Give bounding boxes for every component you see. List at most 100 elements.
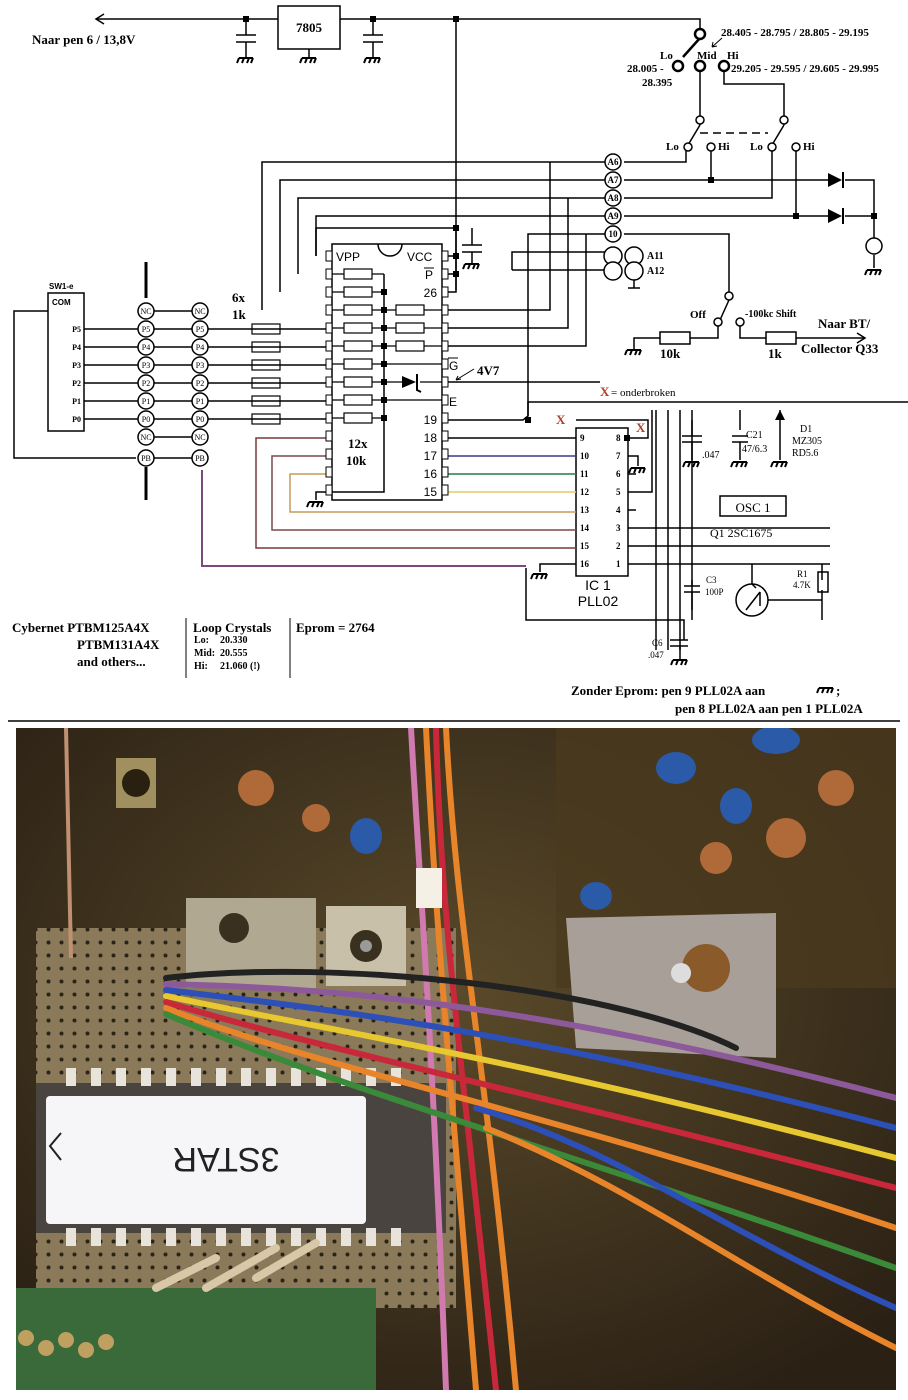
eprom-pin-18: 18 xyxy=(424,431,438,445)
ic1-pin-left: 15 xyxy=(580,541,590,551)
ic1-pin-left: 16 xyxy=(580,559,590,569)
ic1-pin-left: 9 xyxy=(580,433,585,443)
header-pin-b-label: P4 xyxy=(196,343,204,352)
band-hi-range: 29.205 - 29.595 / 29.605 - 29.995 xyxy=(731,63,879,75)
q1-label: Q1 2SC1675 xyxy=(710,526,772,540)
eprom-pin-left xyxy=(325,394,333,406)
header-pin-a-label: P0 xyxy=(142,415,150,424)
crystal-hi-label: Hi: xyxy=(194,661,208,672)
eprom-pin-left xyxy=(325,412,333,424)
regulator-label: 7805 xyxy=(296,20,323,35)
cap-047-label: .047 xyxy=(702,450,720,461)
shift-r1-label: 10k xyxy=(660,346,681,361)
header-pin-a-label: P3 xyxy=(142,361,150,370)
resistor-10k xyxy=(343,376,373,388)
eprom-pin-left xyxy=(325,448,333,460)
junction-dot xyxy=(381,289,387,295)
band-lo-label: Lo xyxy=(660,50,673,62)
footer-note-1-end: ; xyxy=(836,683,840,698)
sw1-pin-label: P5 xyxy=(72,325,81,334)
c3-label-2: 100P xyxy=(705,587,724,597)
header-pin-a xyxy=(137,428,155,446)
resistor-10k-right xyxy=(395,304,425,316)
models-line-1: Cybernet PTBM125A4X xyxy=(12,620,150,635)
shift-dest-1: Naar BT/ xyxy=(818,316,871,331)
pin-a6: A6 xyxy=(608,157,619,167)
resistor-10k xyxy=(343,286,373,298)
header-pin-b-label: P1 xyxy=(196,397,204,406)
eprom-p-bar: P xyxy=(425,268,433,282)
shift-label: -100kc Shift xyxy=(745,309,797,320)
legend-x-text: = onderbroken xyxy=(611,387,676,399)
ic1-pin-right: 8 xyxy=(616,433,621,443)
crystal-lo-label: Lo: xyxy=(194,635,209,646)
eprom-pin-left xyxy=(325,466,333,478)
ic1-pin-left: 12 xyxy=(580,487,590,497)
supply-label: Naar pen 6 / 13,8V xyxy=(32,32,136,47)
eprom-vpp: VPP xyxy=(336,250,360,264)
schematic: A6 A7 A8 A9 10 A11 A12 NCNCP5P5P4P4P3P3P… xyxy=(8,5,908,722)
resistor-10k xyxy=(343,358,373,370)
footer-note-2: pen 8 PLL02A aan pen 1 PLL02A xyxy=(675,701,863,716)
resistor-10k xyxy=(343,268,373,280)
sw1-pin-label: P4 xyxy=(72,343,81,352)
eprom-pin-left xyxy=(325,430,333,442)
eprom-pin-right xyxy=(441,358,449,370)
eprom-pin-left xyxy=(325,322,333,334)
circuit-board-photo: 3STAR xyxy=(16,728,896,1390)
eprom-pin-left xyxy=(325,484,333,496)
d1-label-3: RD5.6 xyxy=(792,448,818,459)
eprom-pin-right xyxy=(441,304,449,316)
res-note-2b: 10k xyxy=(346,453,367,468)
eprom-pin-right xyxy=(441,340,449,352)
eprom-pin-right xyxy=(441,466,449,478)
ic1-pin-right: 3 xyxy=(616,523,621,533)
resistor-10k xyxy=(343,304,373,316)
header-pin-a-label: P4 xyxy=(142,343,150,352)
ic1-pin-left: 11 xyxy=(580,469,589,479)
crystal-mid-value: 20.555 xyxy=(220,648,248,659)
eprom-pin-19: 19 xyxy=(424,413,438,427)
header-pin-b-label: P3 xyxy=(196,361,204,370)
eprom-pin-right xyxy=(441,412,449,424)
pin-a7: A7 xyxy=(608,175,619,185)
sw1-com: COM xyxy=(52,298,71,307)
eprom-pin-left xyxy=(325,358,333,370)
eprom-pin-26: 26 xyxy=(424,286,438,300)
res-note-1a: 6x xyxy=(232,290,246,305)
ic1-name-1: IC 1 xyxy=(585,577,611,593)
eprom-label-sticker xyxy=(46,1096,366,1224)
ic1-pin-right: 6 xyxy=(616,469,621,479)
resistor-10k xyxy=(343,340,373,352)
c3-label-1: C3 xyxy=(706,575,717,585)
c6-label-2: .047 xyxy=(648,650,664,660)
header-pin-a-label: NC xyxy=(140,307,151,316)
sw1-pin-label: P0 xyxy=(72,415,81,424)
eprom-note: Eprom = 2764 xyxy=(296,620,375,635)
band-mid-label: Mid xyxy=(697,50,717,62)
pin-a9: A9 xyxy=(608,211,619,221)
shift-off-label: Off xyxy=(690,309,706,321)
resistor-10k xyxy=(343,394,373,406)
header-pin-b-label: P2 xyxy=(196,379,204,388)
band-mid-range: 28.405 - 28.795 / 28.805 - 29.195 xyxy=(721,27,869,39)
loop-crystals-title: Loop Crystals xyxy=(193,620,271,635)
resistor-10k-right xyxy=(395,340,425,352)
sub-switch-hi-1: Hi xyxy=(718,141,730,153)
pin-a8: A8 xyxy=(608,193,619,203)
resistor-10k xyxy=(343,412,373,424)
header-pin-b xyxy=(191,302,209,320)
ic1-pin-left: 13 xyxy=(580,505,590,515)
sw1-pin-label: P2 xyxy=(72,379,81,388)
shift-r2-label: 1k xyxy=(768,346,783,361)
eprom-pin-right xyxy=(441,286,449,298)
r1-label-1: R1 xyxy=(797,569,808,579)
band-lo-range-2: 28.395 xyxy=(642,77,673,89)
sw1-pin-label: P3 xyxy=(72,361,81,370)
eprom-pin-right xyxy=(441,448,449,460)
eprom-pin-15: 15 xyxy=(424,485,438,499)
resistor-10k xyxy=(343,322,373,334)
eprom-pin-17: 17 xyxy=(424,449,438,463)
break-mark-1: X xyxy=(556,412,566,427)
